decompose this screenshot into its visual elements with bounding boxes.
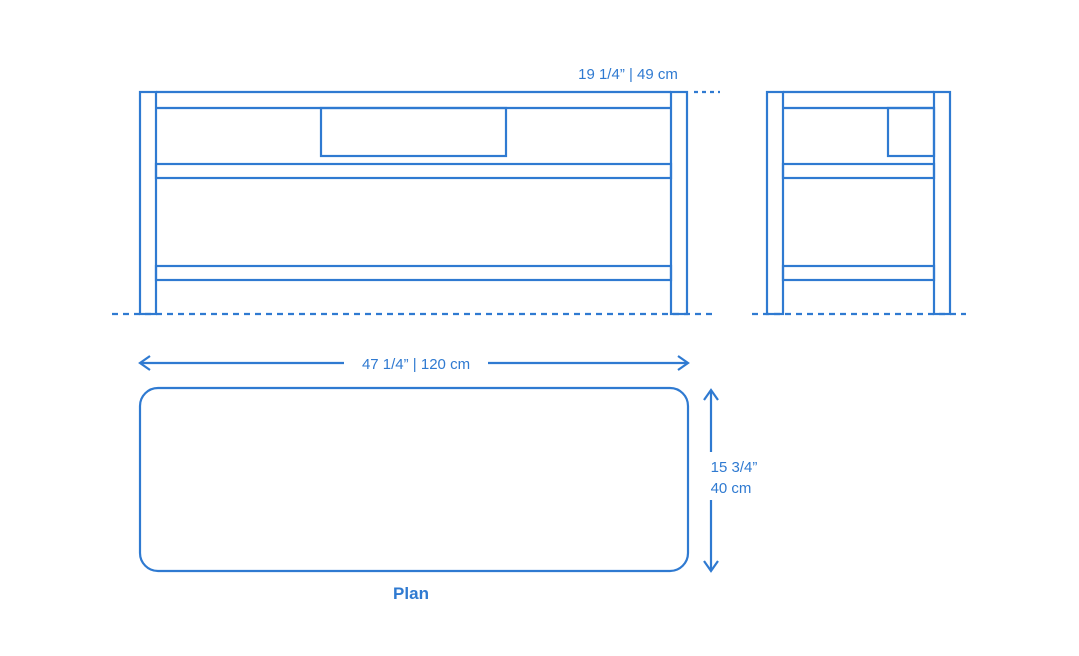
width-dimension-label: 47 1/4” | 120 cm (362, 356, 470, 373)
front-left-leg (138, 90, 158, 316)
side-drawer (886, 106, 936, 158)
depth-dimension-label-metric: 40 cm (711, 480, 752, 497)
side-lower-shelf (781, 264, 936, 282)
front-drawer (319, 106, 508, 158)
depth-dimension-label-imperial: 15 3/4” (711, 459, 758, 476)
plan-outline (138, 386, 690, 573)
side-left-leg (765, 90, 785, 316)
height-dimension-label: 19 1/4” | 49 cm (578, 66, 678, 83)
front-upper-rail (154, 162, 673, 180)
side-right-leg (932, 90, 952, 316)
side-elevation (765, 90, 952, 316)
plan-label: Plan (393, 584, 429, 603)
depth-dimension-arrow (703, 388, 719, 573)
front-right-leg (669, 90, 689, 316)
side-upper-rail (781, 162, 936, 180)
front-lower-shelf (154, 264, 673, 282)
front-elevation (138, 90, 689, 316)
width-dimension-arrow (138, 355, 690, 371)
